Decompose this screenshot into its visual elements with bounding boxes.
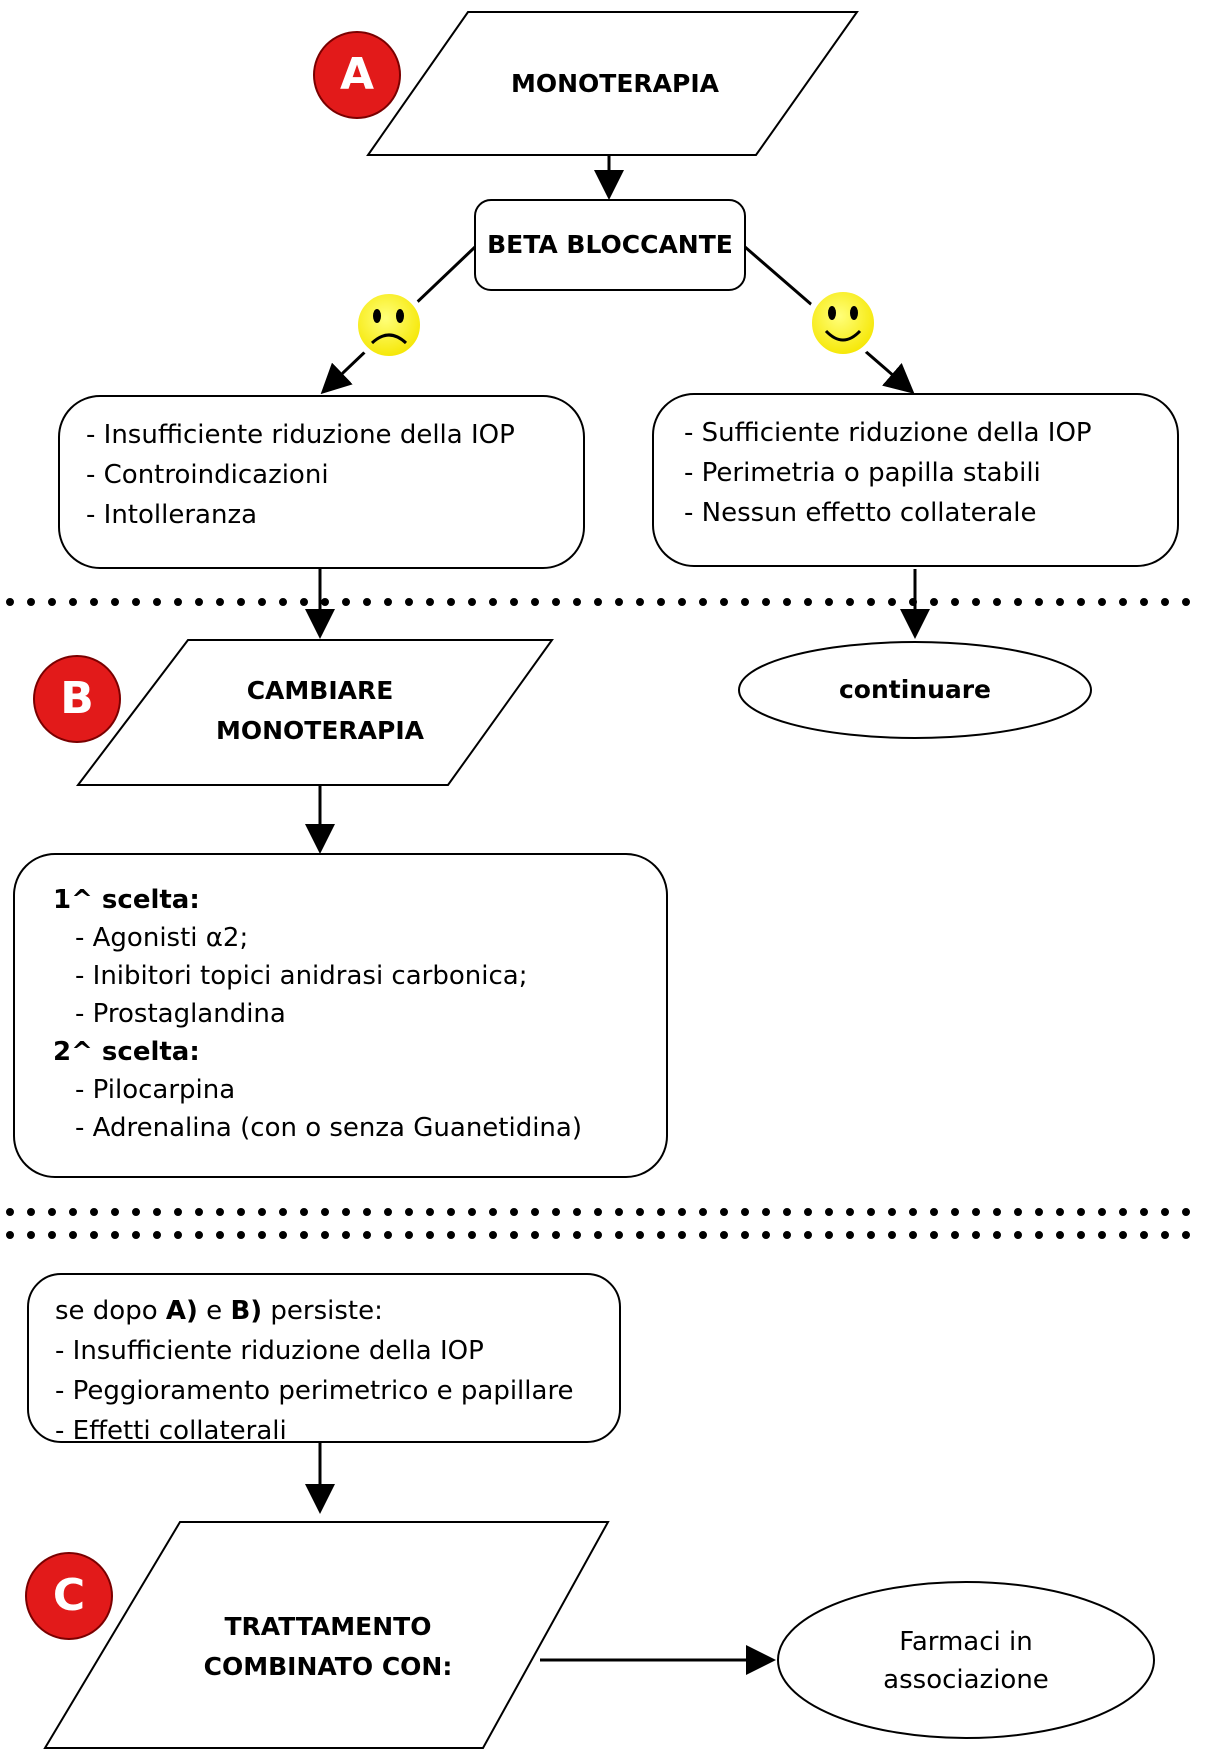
failure-item: - Controindicazioni [86, 460, 329, 490]
drug-association-label: Farmaci in associazione [820, 1623, 1112, 1699]
failure-item: - Intolleranza [86, 500, 258, 530]
happy-face-icon [806, 286, 880, 360]
combined-treatment-label: TRATTAMENTO COMBINATO CON: [168, 1607, 488, 1687]
second-choice-heading: 2^ scelta: [53, 1037, 200, 1067]
persist-item: - Effetti collaterali [55, 1416, 287, 1446]
persist-intro-prefix: se dopo [55, 1296, 166, 1326]
persist-intro-suffix: persiste: [262, 1296, 383, 1326]
badge-b: B [33, 655, 121, 743]
success-item: - Nessun effetto collaterale [684, 498, 1037, 528]
choices-box: 1^ scelta: - Agonisti α2; - Inibitori to… [13, 853, 668, 1178]
change-monotherapy-label: CAMBIARE MONOTERAPIA [160, 671, 480, 751]
persist-item: - Peggioramento perimetrico e papillare [55, 1376, 574, 1406]
continue-label: continuare [838, 675, 992, 704]
persist-item: - Insufficiente riduzione della IOP [55, 1336, 484, 1366]
success-item: - Sufficiente riduzione della IOP [684, 418, 1092, 448]
continue-oval [738, 641, 1092, 739]
combined-treatment-line: TRATTAMENTO [224, 1612, 432, 1641]
first-choice-heading: 1^ scelta: [53, 885, 200, 915]
persist-intro-a: A) [165, 1296, 198, 1326]
combined-treatment-line: COMBINATO CON: [203, 1652, 453, 1681]
first-choice-item: - Inibitori topici anidrasi carbonica; [75, 961, 528, 991]
first-choice-item: - Prostaglandina [75, 999, 286, 1029]
success-box: - Sufficiente riduzione della IOP - Peri… [652, 393, 1179, 567]
success-item: - Perimetria o papilla stabili [684, 458, 1041, 488]
second-choice-item: - Pilocarpina [75, 1075, 236, 1105]
beta-blocker-label: BETA BLOCCANTE [487, 230, 733, 259]
failure-box: - Insufficiente riduzione della IOP - Co… [58, 395, 585, 569]
combined-treatment-shape [43, 1521, 610, 1749]
change-monotherapy-shape [75, 639, 554, 786]
monotherapy-shape [366, 11, 859, 156]
persist-intro-b: B) [230, 1296, 263, 1326]
sad-face-icon [352, 288, 426, 362]
monotherapy-label: MONOTERAPIA [510, 69, 719, 98]
badge-c: C [25, 1552, 113, 1640]
drug-association-line: associazione [883, 1665, 1049, 1695]
persist-intro: se dopo A) e B) persiste: [55, 1291, 619, 1331]
persist-intro-mid: e [197, 1296, 231, 1326]
second-choice-item: - Adrenalina (con o senza Guanetidina) [75, 1113, 582, 1143]
beta-blocker-shape [474, 199, 746, 291]
persist-box: se dopo A) e B) persiste: - Insufficient… [27, 1273, 621, 1446]
drug-association-oval [777, 1581, 1155, 1739]
failure-item: - Insufficiente riduzione della IOP [86, 420, 515, 450]
badge-a: A [313, 31, 401, 119]
first-choice-item: - Agonisti α2; [75, 923, 249, 953]
change-monotherapy-line: MONOTERAPIA [215, 716, 424, 745]
drug-association-line: Farmaci in [899, 1627, 1033, 1657]
change-monotherapy-line: CAMBIARE [246, 676, 394, 705]
